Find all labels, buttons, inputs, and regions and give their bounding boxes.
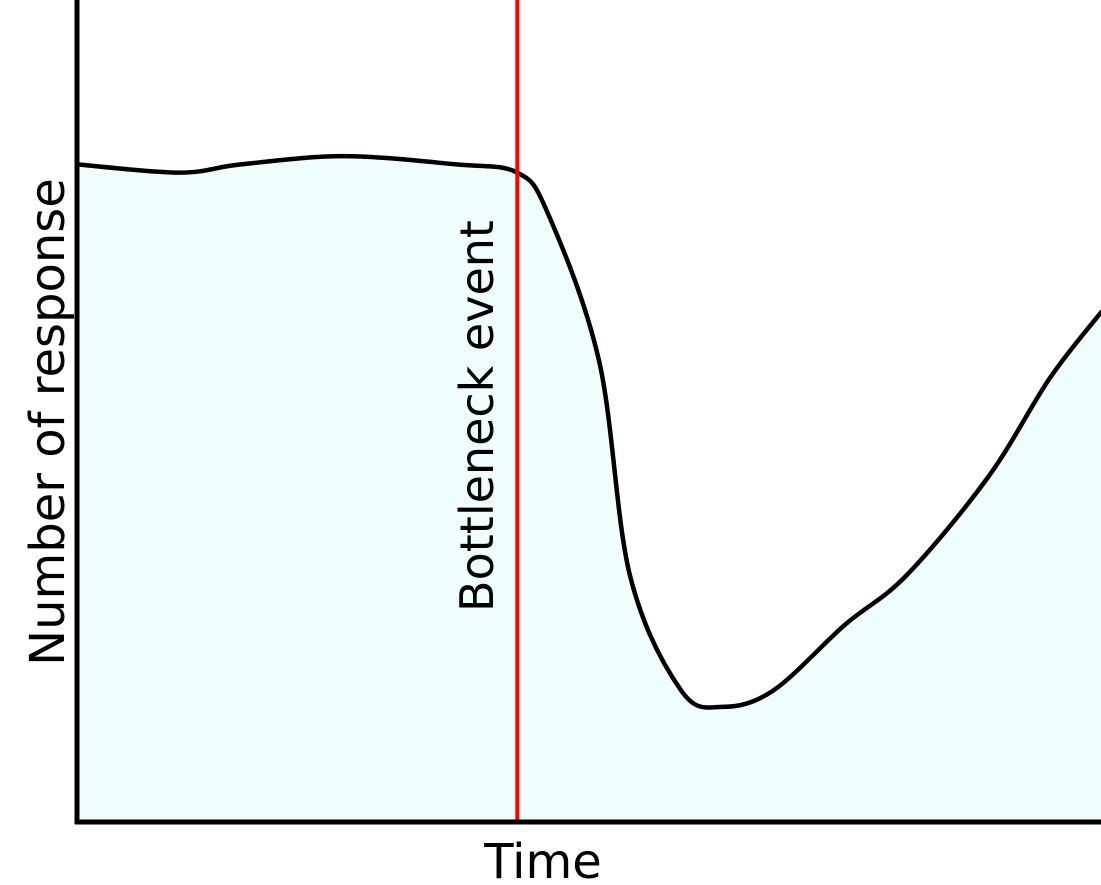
x-axis-title: Time <box>483 834 601 885</box>
bottleneck-event-label: Bottleneck event <box>450 220 504 612</box>
population-area-fill <box>77 156 1101 822</box>
population-curve <box>74 153 1101 710</box>
y-axis-title: Number of response <box>20 178 76 666</box>
